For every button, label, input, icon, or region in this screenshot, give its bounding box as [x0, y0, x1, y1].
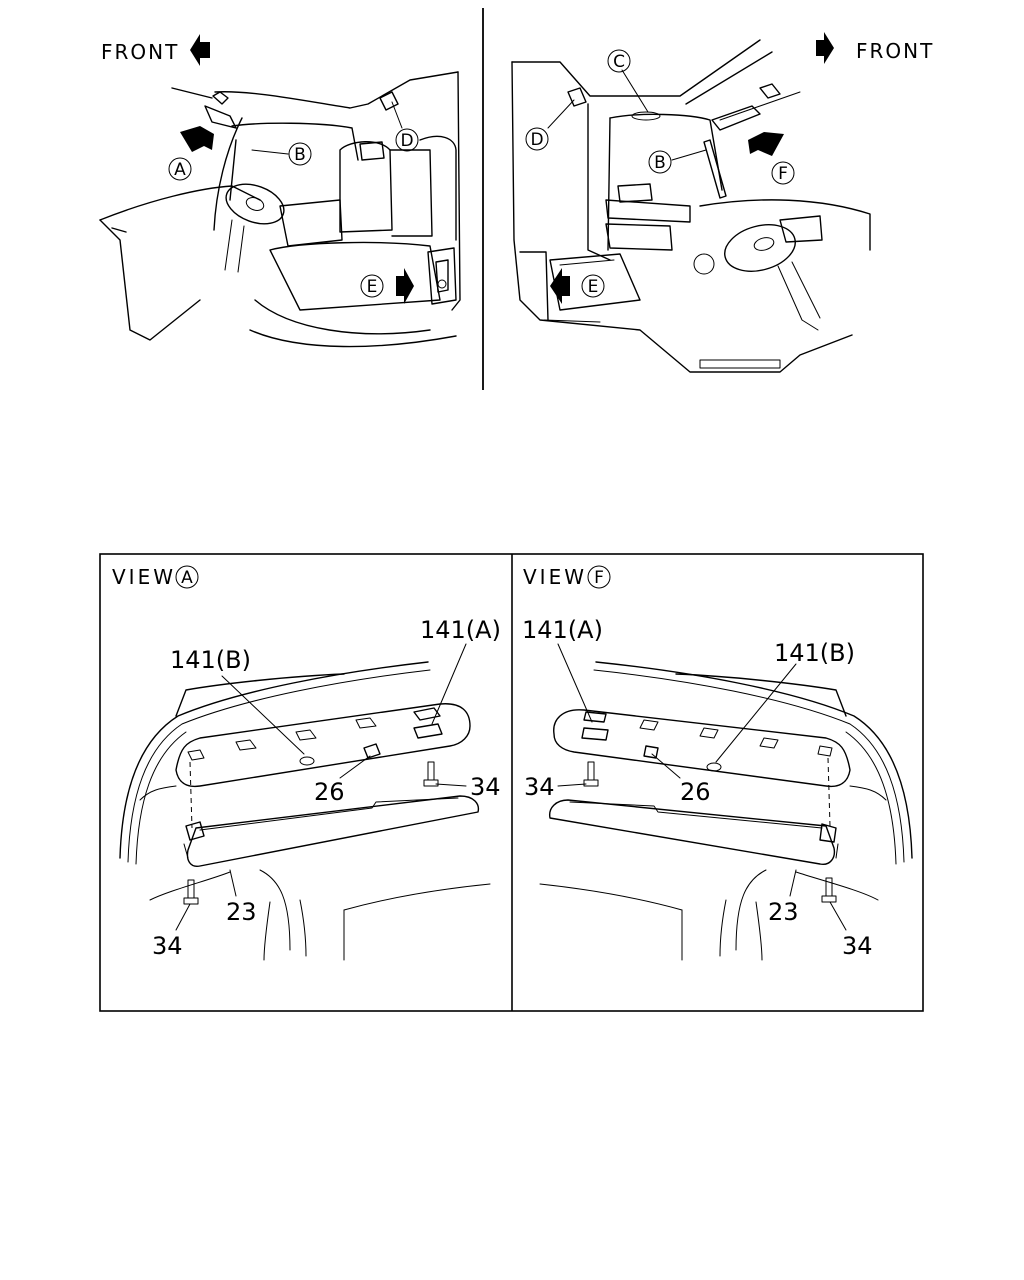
front-arrow-left-icon [190, 34, 210, 66]
view-f-label-141b: 141(B) [774, 639, 855, 667]
callout-d-left: D [395, 128, 419, 152]
view-f-letter: F [594, 568, 604, 588]
view-f-label-23: 23 [768, 898, 799, 926]
callout-e-right: E [581, 274, 605, 298]
door-e-arrow-right-icon [550, 268, 570, 304]
view-a-letter: A [181, 568, 193, 588]
svg-text:D: D [400, 131, 413, 151]
front-arrow-right-icon [816, 32, 834, 64]
callout-b-right: B [648, 150, 672, 174]
view-a-label-34-top: 34 [470, 773, 501, 801]
svg-text:D: D [530, 130, 543, 150]
svg-text:A: A [174, 160, 186, 180]
svg-text:E: E [588, 277, 599, 297]
callout-e-left: E [360, 274, 384, 298]
view-f-title: VIEW [523, 565, 587, 589]
callout-c-right: C [607, 49, 631, 73]
view-a-label-34-bottom: 34 [152, 932, 183, 960]
cab-left-illustration: FRONT [99, 34, 461, 348]
door-e-arrow-left-icon [396, 268, 414, 304]
cab-right-illustration: FRONT [511, 32, 934, 373]
view-a-label-23: 23 [226, 898, 257, 926]
svg-text:B: B [294, 145, 306, 165]
view-f-panel: VIEW F [522, 565, 913, 961]
front-label-right: FRONT [856, 39, 934, 63]
view-f-label-34-bottom: 34 [842, 932, 873, 960]
svg-text:F: F [778, 164, 788, 184]
callout-a-left: A [168, 157, 192, 181]
svg-text:B: B [654, 153, 666, 173]
view-a-panel: VIEW A [112, 565, 501, 961]
view-a-arrow-icon [180, 126, 214, 152]
view-f-label-26: 26 [680, 778, 711, 806]
callout-f-right: F [771, 161, 795, 185]
svg-text:E: E [367, 277, 378, 297]
view-f-label-141a: 141(A) [522, 616, 603, 644]
front-label-left: FRONT [101, 40, 179, 64]
view-f-arrow-icon [748, 132, 784, 156]
view-a-label-141b: 141(B) [170, 646, 251, 674]
view-a-label-141a: 141(A) [420, 616, 501, 644]
callout-d-right: D [525, 127, 549, 151]
view-a-title: VIEW [112, 565, 176, 589]
view-f-label-34-top: 34 [524, 773, 555, 801]
view-a-label-26: 26 [314, 778, 345, 806]
callout-b-left: B [288, 142, 312, 166]
svg-text:C: C [613, 52, 625, 72]
